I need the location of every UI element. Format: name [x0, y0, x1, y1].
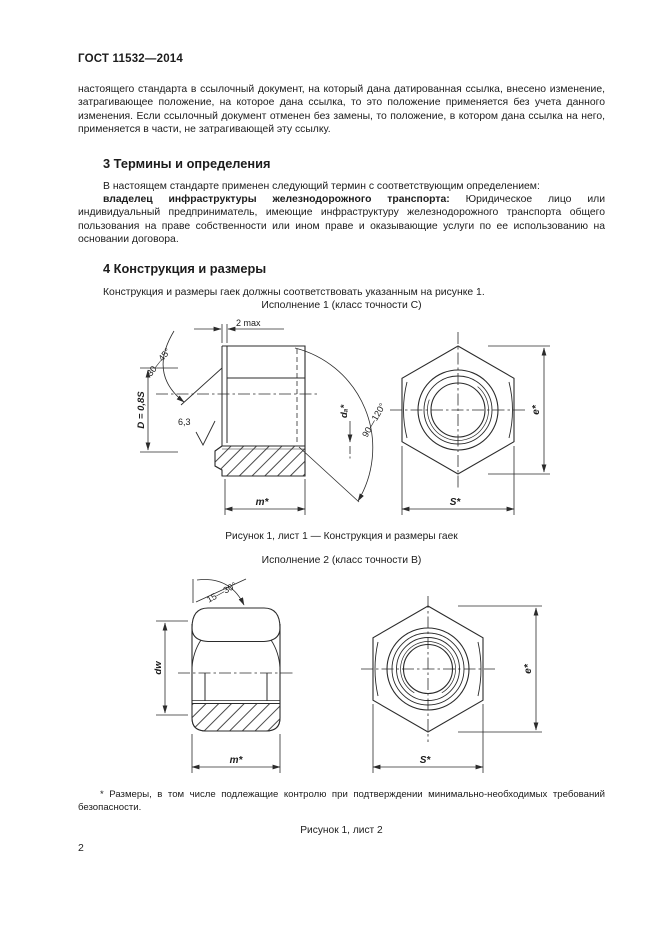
roughness-mark — [195, 420, 216, 446]
hatch-area — [214, 445, 306, 477]
hole-wall-lines — [204, 673, 268, 701]
figure2-variant-label: Исполнение 2 (класс точности В) — [261, 555, 422, 566]
thread-arc — [427, 386, 489, 441]
crown-shoulder-arcs — [191, 639, 281, 669]
chamfer-edge-line — [180, 367, 223, 406]
fig2-label-s: S* — [420, 755, 432, 766]
section3-title: 3 Термины и определения — [103, 156, 271, 171]
fig1-label-washer-dia: D = 0,8S — [136, 391, 147, 429]
figure2-caption: Рисунок 1, лист 2 — [300, 825, 383, 836]
figure1-variant-label: Исполнение 1 (класс точности С) — [261, 300, 422, 311]
term-definition: Юридическое лицо или индивидуальный пред… — [78, 194, 605, 246]
page-number: 2 — [78, 842, 84, 854]
section3-paragraph-1: В настоящем стандарте применен следующий… — [103, 181, 540, 192]
figure1-caption: Рисунок 1, лист 1 — Конструкция и размер… — [225, 531, 458, 542]
fig1-label-s: S* — [450, 497, 462, 508]
hex-centerlines — [361, 596, 495, 742]
fig2-label-e: e* — [523, 663, 534, 674]
hex-centerlines — [390, 332, 526, 488]
section3-term-paragraph: владелец инфраструктуры железнодорожного… — [78, 193, 605, 247]
fig2-label-crown-angle: 15—30° — [205, 580, 239, 605]
term-bold: владелец инфраструктуры железнодорожного… — [103, 194, 450, 205]
fig1-label-m: m* — [256, 497, 270, 508]
crown-cap-outline — [191, 607, 281, 643]
side-face-arcs — [403, 381, 513, 439]
hexagon-outline — [372, 605, 484, 733]
fig1-section-view — [156, 345, 318, 477]
figure1-drawing: 2 max 30—45° D = 0,8S 6,3 dₐ* 90—120° m* — [136, 318, 550, 515]
hatch-area — [191, 703, 281, 732]
fig1-label-roughness: 6,3 — [178, 417, 191, 427]
washer-face-lines — [221, 346, 228, 446]
intro-paragraph: настоящего стандарта в ссылочный докумен… — [78, 84, 605, 136]
hexagon-outline — [401, 345, 515, 475]
fig1-label-e: e* — [531, 404, 542, 415]
document-title: ГОСТ 11532—2014 — [78, 53, 183, 65]
section4-title: 4 Конструкция и размеры — [103, 261, 267, 276]
fig2-label-dw: dw — [153, 661, 164, 675]
fig1-label-2max: 2 max — [236, 318, 261, 328]
footnote: * Размеры, в том числе подлежащие контро… — [78, 789, 605, 813]
fig2-label-m: m* — [230, 755, 244, 766]
fig1-dimensions: 2 max 30—45° D = 0,8S 6,3 dₐ* 90—120° m* — [136, 318, 388, 515]
figure2-drawing: 15—30° dw m* e* — [153, 578, 542, 773]
fig2-section-view — [178, 607, 294, 732]
fig1-hex-view: e* S* — [390, 332, 550, 515]
fig1-label-da: dₐ* — [339, 404, 350, 418]
section4-paragraph-1: Конструкция и размеры гаек должны соотве… — [103, 287, 485, 298]
fig2-hex-view: e* S* — [361, 596, 542, 773]
fig1-label-chamfer-angle: 30—45° — [145, 346, 173, 378]
